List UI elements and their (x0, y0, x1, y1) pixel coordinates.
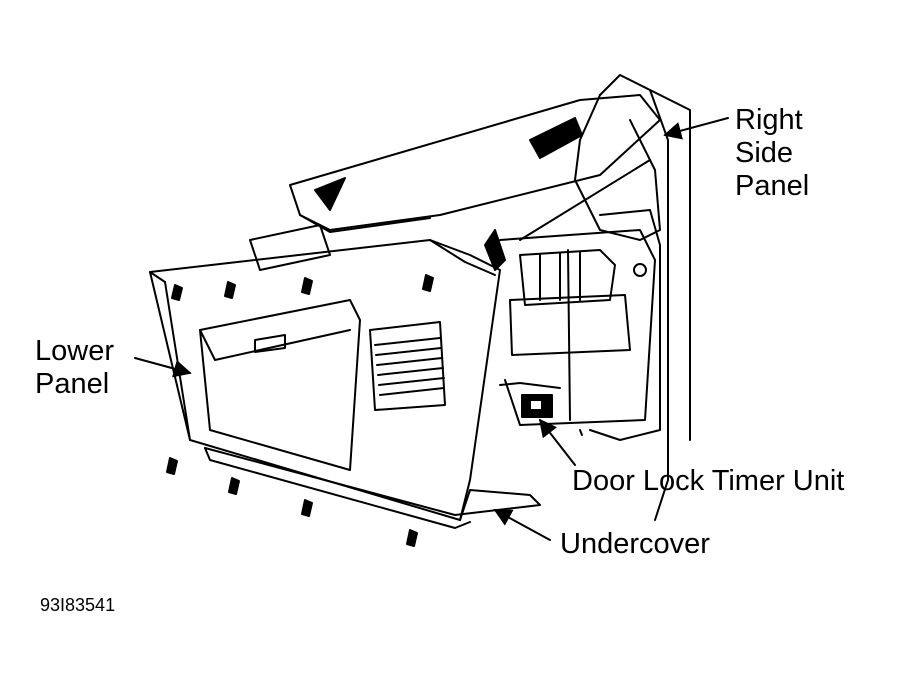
right-side-panel-label-line-2: Side (735, 137, 794, 169)
door-lock-timer-unit-label: Door Lock Timer Unit (572, 465, 845, 497)
inner-structure (249, 159, 656, 436)
right-side-panel-label: Right Side Panel (735, 104, 809, 203)
right-side-panel-arrow (663, 117, 729, 140)
undercover-arrow (493, 509, 551, 541)
lower-panel-arrow (134, 357, 192, 378)
undercover-label: Undercover (560, 528, 710, 560)
upper-trim (289, 94, 661, 233)
right-side-panel-label-line-3: Panel (735, 170, 810, 202)
lower-panel-label: Lower Panel (35, 335, 114, 401)
right-side-panel (574, 74, 691, 521)
right-side-panel-label-line-1: Right (735, 104, 803, 136)
figure-id: 93I83541 (40, 595, 116, 615)
door-lock-timer-arrow (538, 418, 576, 466)
door-lock-timer-unit (499, 382, 561, 418)
lower-panel (149, 239, 501, 521)
lower-panel-label-line-1: Lower (35, 335, 114, 367)
fasteners (166, 274, 434, 547)
lower-panel-label-line-2: Panel (35, 368, 110, 400)
undercover-strip (204, 447, 541, 529)
